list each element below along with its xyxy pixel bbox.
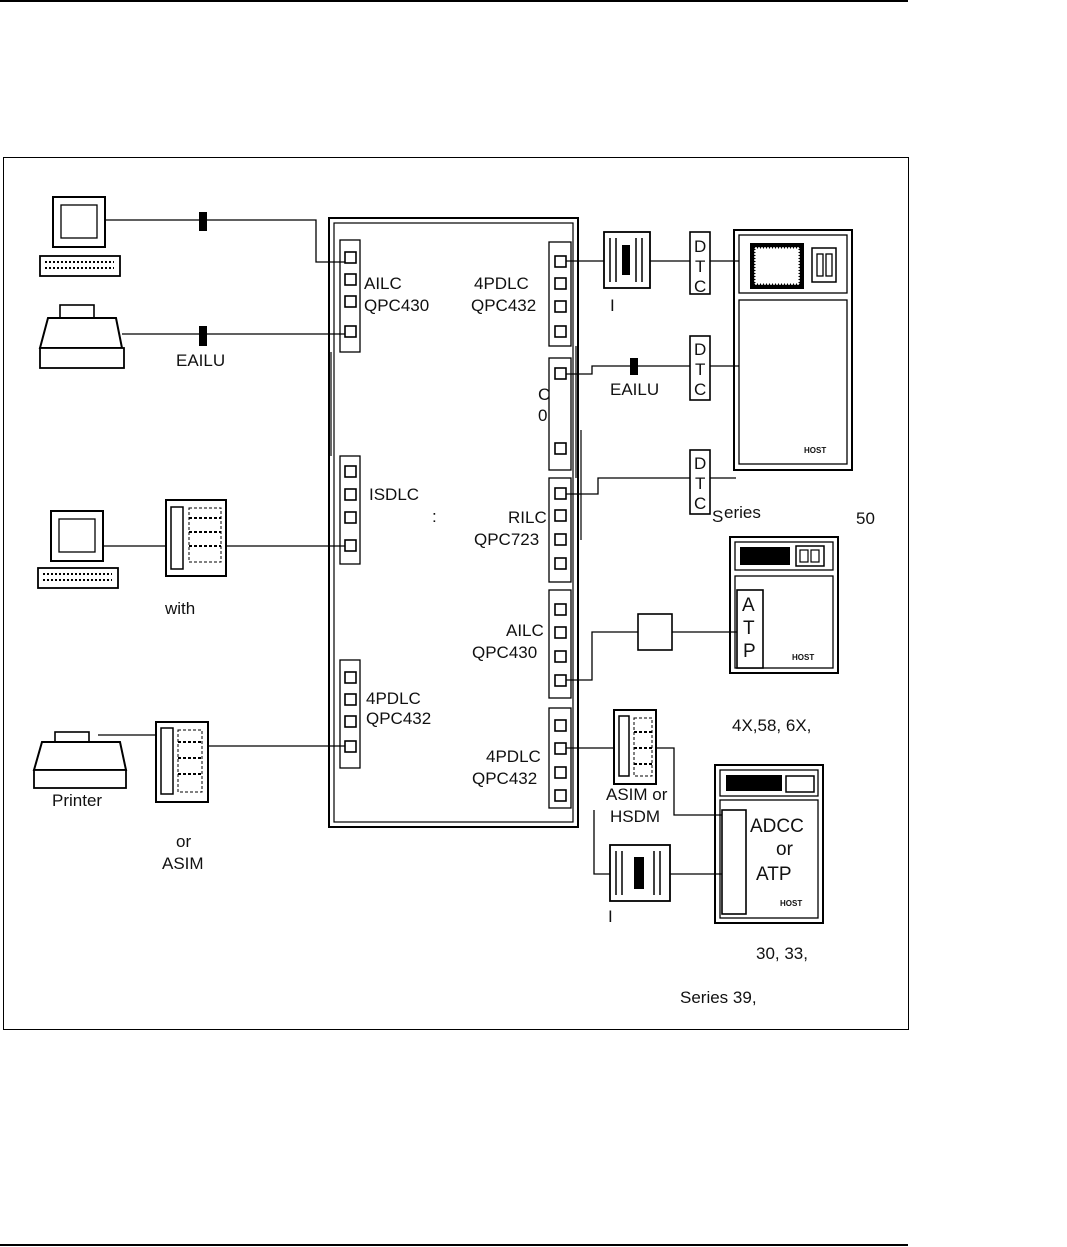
label-series-list: 4X,58, 6X, <box>732 716 811 735</box>
host-label-adcc: HOST <box>780 899 802 908</box>
eailu-device-top <box>199 212 207 231</box>
label-series-fragment: eries <box>724 503 761 522</box>
terminal-top-icon <box>39 196 121 277</box>
label-4pdlc-left: 4PDLC <box>366 689 421 708</box>
board-4pdlc-right-top <box>548 241 572 347</box>
dtc-box-2 <box>689 335 711 401</box>
dtc1-letter-d: D <box>694 237 706 256</box>
label-4pdlc-right-top: 4PDLC <box>474 274 529 293</box>
label-qpc723: QPC723 <box>474 530 539 549</box>
label-atp: ATP <box>756 864 792 885</box>
label-printer: Printer <box>52 791 102 810</box>
modem-rack-top-icon <box>603 231 651 289</box>
left-wiring <box>98 219 345 747</box>
label-isdlc: ISDLC <box>369 485 419 504</box>
label-or-right: or <box>776 839 794 860</box>
label-zero-fragment: 0 <box>538 406 547 425</box>
host-label-top: HOST <box>804 446 826 455</box>
label-asim-or-fragment: ASIM or <box>606 785 668 804</box>
board-4pdlc-left <box>339 659 361 769</box>
eailu-device-left <box>199 326 207 346</box>
atp-letter-t: T <box>743 618 755 639</box>
dtc1-letter-c: C <box>694 277 706 296</box>
board-rilc <box>548 477 572 583</box>
host-cabinet-adcc <box>714 764 824 924</box>
board-4pdlc-right-bottom <box>548 707 572 809</box>
label-rilc: RILC <box>508 508 547 527</box>
label-hsdm: HSDM <box>610 807 660 826</box>
dtc1-letter-t: T <box>695 257 705 276</box>
host-cabinet-top <box>733 229 853 471</box>
label-with: with <box>164 599 195 618</box>
asim-phone-right-icon <box>613 709 657 785</box>
dtc-box-3 <box>689 449 711 515</box>
label-ailc-right: AILC <box>506 621 544 640</box>
label-qpc432-right-bottom: QPC432 <box>472 769 537 788</box>
label-series-39: Series 39, <box>680 988 757 1007</box>
label-c-fragment: C <box>538 385 550 404</box>
data-phone-bottom-icon <box>155 721 209 803</box>
central-switch-cabinet <box>328 217 579 828</box>
board-c0-right <box>548 357 572 471</box>
modem-rack-bottom-icon <box>609 844 671 902</box>
top-rule <box>0 0 908 2</box>
printer-bottom-icon <box>32 731 128 789</box>
label-qpc432-right-top: QPC432 <box>471 296 536 315</box>
right-wiring <box>566 260 739 875</box>
label-one-mark-bottom: I <box>608 907 613 926</box>
host-cabinet-atp <box>729 536 839 674</box>
host-label-atp: HOST <box>792 653 814 662</box>
dtc-box-1 <box>689 231 711 295</box>
board-ailc-left <box>339 239 361 353</box>
dtc3-letter-t: T <box>695 474 705 493</box>
label-adcc: ADCC <box>750 816 804 837</box>
figure-frame <box>3 157 909 1030</box>
atp-letter-a: A <box>742 595 755 616</box>
dtc3-letter-c: C <box>694 494 706 513</box>
printer-top-icon <box>38 304 125 369</box>
dtc2-letter-c: C <box>694 380 706 399</box>
label-or-left: or <box>176 832 191 851</box>
label-one-mark-top: I <box>610 296 615 315</box>
bottom-rule <box>0 1244 908 1246</box>
label-eailu-left: EAILU <box>176 351 225 370</box>
eailu-device-right <box>630 358 638 375</box>
dtc2-letter-t: T <box>695 360 705 379</box>
label-qpc430-right: QPC430 <box>472 643 537 662</box>
label-series-30-33: 30, 33, <box>756 944 808 963</box>
label-eailu-right: EAILU <box>610 380 659 399</box>
data-phone-mid-icon <box>165 499 227 577</box>
terminal-mid-icon <box>37 510 119 589</box>
label-s-small: S <box>712 507 723 526</box>
label-ailc-left: AILC <box>364 274 402 293</box>
label-asim-left: ASIM <box>162 854 204 873</box>
board-ailc-right <box>548 589 572 699</box>
atp-letter-p: P <box>743 641 756 662</box>
label-fifty-fragment: 50 <box>856 509 875 528</box>
dtc2-letter-d: D <box>694 340 706 359</box>
label-qpc432-left: QPC432 <box>366 709 431 728</box>
board-isdlc <box>339 455 361 565</box>
label-qpc430-left: QPC430 <box>364 296 429 315</box>
converter-box <box>637 613 673 651</box>
dtc3-letter-d: D <box>694 454 706 473</box>
label-colon-mark: : <box>432 507 437 526</box>
label-4pdlc-right-bottom: 4PDLC <box>486 747 541 766</box>
